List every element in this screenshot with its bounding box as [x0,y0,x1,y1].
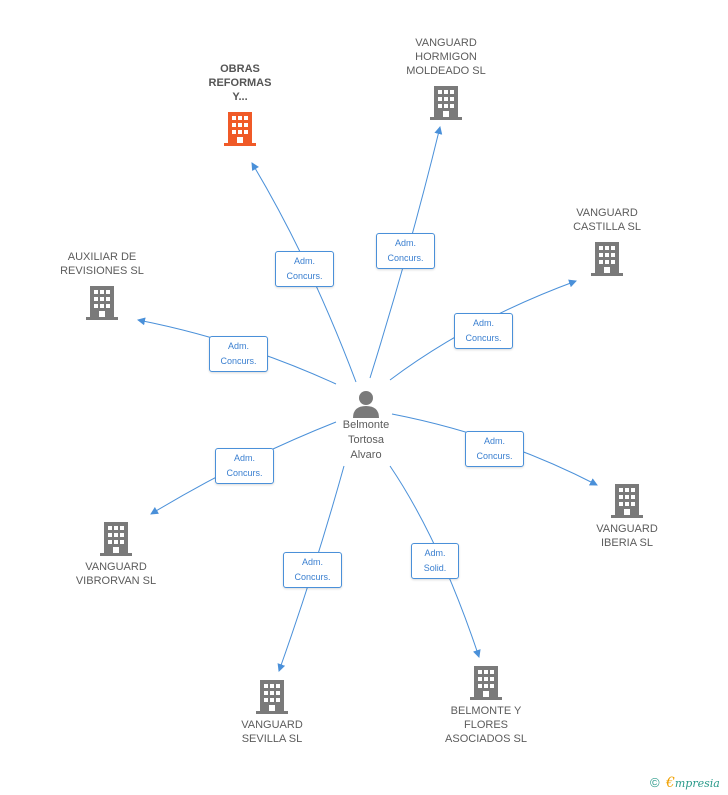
company-node-sevilla[interactable]: VANGUARD SEVILLA SL [226,678,318,746]
person-label: Belmonte Tortosa Alvaro [342,419,390,461]
relation-type: Concurs. [220,356,257,366]
relation-label-hormigon[interactable]: Adm. Concurs. [376,233,435,269]
relation-label-iberia[interactable]: Adm. Concurs. [465,431,524,467]
copyright-symbol: © [650,775,660,790]
building-icon [591,242,623,276]
relation-role: Adm. [394,238,416,248]
relation-label-vibrorvan[interactable]: Adm. Concurs. [215,448,274,484]
relation-type: Concurs. [286,271,323,281]
building-icon [611,484,643,518]
building-icon [100,522,132,556]
relation-label-castilla[interactable]: Adm. Concurs. [454,313,513,349]
relation-type: Solid. [423,563,447,573]
company-node-castilla[interactable]: VANGUARD CASTILLA SL [562,206,652,276]
company-label: VANGUARD IBERIA SL [596,523,658,549]
person-icon [353,391,379,418]
relation-role: Adm. [472,318,494,328]
company-node-auxiliar[interactable]: AUXILIAR DE REVISIONES SL [52,250,152,320]
company-label: VANGUARD CASTILLA SL [573,207,641,233]
company-node-belmonte[interactable]: BELMONTE Y FLORES ASOCIADOS SL [436,664,536,746]
brand-initial: € [665,775,675,791]
company-node-vibrorvan[interactable]: VANGUARD VIBRORVAN SL [66,520,166,588]
relation-label-belmonte[interactable]: Adm. Solid. [411,543,459,579]
relation-type: Concurs. [387,253,424,263]
relation-role: Adm. [301,557,323,567]
company-label: BELMONTE Y FLORES ASOCIADOS SL [445,705,527,745]
brand-name: mpresia [674,777,720,790]
company-node-hormigon[interactable]: VANGUARD HORMIGON MOLDEADO SL [396,36,496,120]
building-icon [256,680,288,714]
company-node-iberia[interactable]: VANGUARD IBERIA SL [582,482,672,550]
relation-label-obras[interactable]: Adm. Concurs. [275,251,334,287]
relation-type: Concurs. [226,468,263,478]
brand-logo: €mpresia [665,775,720,791]
relation-role: Adm. [233,453,255,463]
relation-type: Concurs. [476,451,513,461]
relation-role: Adm. [227,341,249,351]
company-label: VANGUARD SEVILLA SL [241,719,303,745]
relation-label-sevilla[interactable]: Adm. Concurs. [283,552,342,588]
building-icon [86,286,118,320]
building-icon [224,112,256,146]
relation-type: Concurs. [294,572,331,582]
building-icon [430,86,462,120]
company-node-obras[interactable]: OBRAS REFORMAS Y... [196,62,284,146]
company-label: VANGUARD VIBRORVAN SL [75,561,157,587]
relation-type: Concurs. [465,333,502,343]
company-label: OBRAS REFORMAS Y... [208,63,272,103]
relation-label-auxiliar[interactable]: Adm. Concurs. [209,336,268,372]
person-node[interactable]: Belmonte Tortosa Alvaro [326,390,406,463]
company-label: AUXILIAR DE REVISIONES SL [60,251,144,277]
relation-role: Adm. [424,548,446,558]
footer-brand: © €mpresia [650,775,720,791]
relation-role: Adm. [483,436,505,446]
company-label: VANGUARD HORMIGON MOLDEADO SL [406,37,486,77]
relation-role: Adm. [293,256,315,266]
building-icon [470,666,502,700]
